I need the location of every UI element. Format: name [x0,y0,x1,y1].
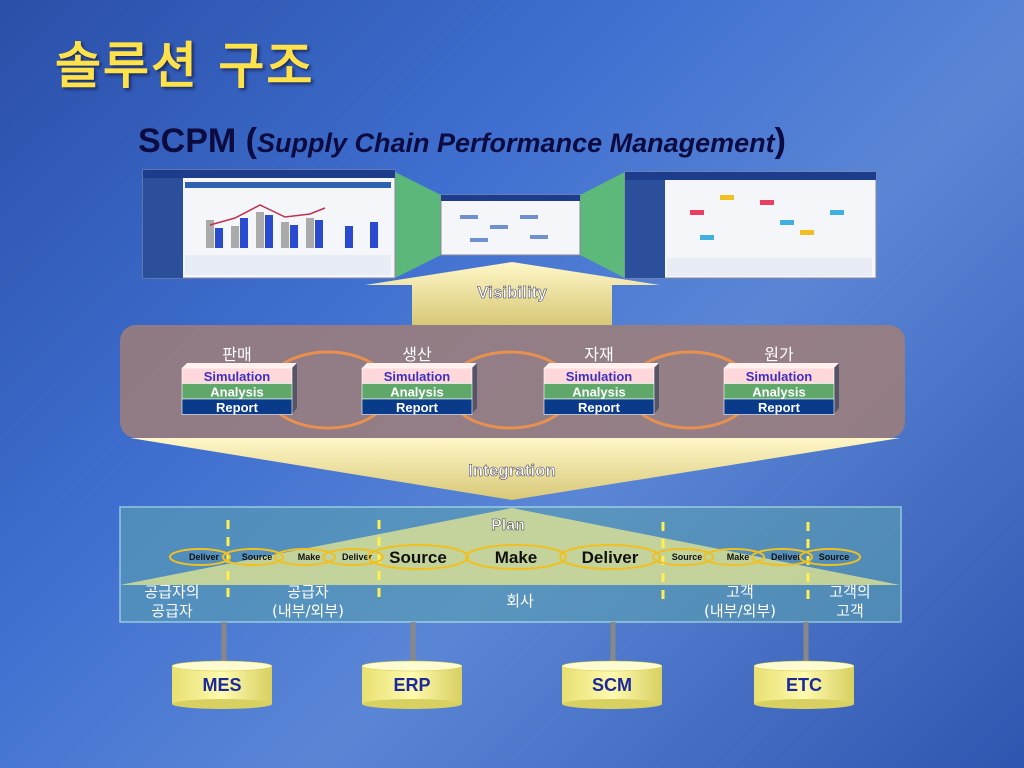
system-label: MES [202,675,241,695]
system-mes: MES [171,660,273,709]
subtitle-paren: ) [774,122,786,160]
module-name: 자재 [584,345,613,364]
chain-link [222,548,284,566]
chain-link [367,544,469,570]
subtitle: SCPM (Supply Chain Performance Managemen… [138,122,786,161]
chain-step: Make [727,552,750,562]
integration-arrow [130,438,900,500]
layer-label: Analysis [390,385,443,400]
page-title: 솔루션 구조 [55,37,315,95]
chain-step: Source [819,552,850,562]
chain-link [751,548,813,566]
chain-link [799,548,861,566]
layer-label: Analysis [752,385,805,400]
layer-label: Simulation [384,369,451,384]
chain-step: Deliver [342,552,373,562]
chain-link [322,548,384,566]
layer-label: Simulation [746,369,813,384]
system-etc: ETC [753,660,855,709]
screenshot-center [440,194,581,256]
party-label: 고객(내부/외부) [704,583,776,620]
chain-link [703,548,765,566]
connector [395,172,441,278]
system-scm: SCM [561,660,663,709]
layer-label: Analysis [572,385,625,400]
party-label: 공급자(내부/외부) [272,583,344,620]
chain-step: Source [242,552,273,562]
chain-step: Make [298,552,321,562]
layer-report [723,398,835,415]
screenshot-left [142,169,396,279]
plan-label: Plan [491,517,525,534]
chain-step: Deliver [582,548,639,567]
chain-link [274,548,336,566]
chain-link [169,548,231,566]
party-label: 회사 [506,592,534,610]
connector [580,172,625,278]
chain-step: Source [672,552,703,562]
layer-label: Analysis [210,385,263,400]
layer-label: Report [396,400,439,415]
chain-step: Source [389,548,447,567]
layer-report [543,398,655,415]
plan-triangle [120,508,900,585]
chain-step: Make [495,548,538,567]
layer-label: Simulation [566,369,633,384]
layer-report [361,398,473,415]
chain-step: Deliver [771,552,802,562]
system-label: ETC [786,675,822,695]
module-name: 생산 [402,345,432,364]
layer-label: Report [578,400,621,415]
chain-link [559,544,661,570]
chain-step: Deliver [189,552,220,562]
module-name: 원가 [764,345,794,364]
system-label: SCM [592,675,632,695]
visibility-arrow [365,262,660,325]
layer-label: Report [758,400,801,415]
layer-report [181,398,293,415]
system-erp: ERP [361,660,463,709]
module-name: 판매 [222,345,251,364]
layer-label: Simulation [204,369,271,384]
layer-label: Report [216,400,259,415]
subtitle-full: Supply Chain Performance Management [257,128,775,158]
subtitle-acronym: SCPM [138,122,237,160]
system-label: ERP [393,675,430,695]
integration-label: Integration [468,461,556,480]
screenshot-right [624,171,877,279]
chain-link [465,544,567,570]
subtitle-paren: ( [236,122,258,160]
visibility-label: Visibility [477,283,547,302]
chain-link [652,548,714,566]
